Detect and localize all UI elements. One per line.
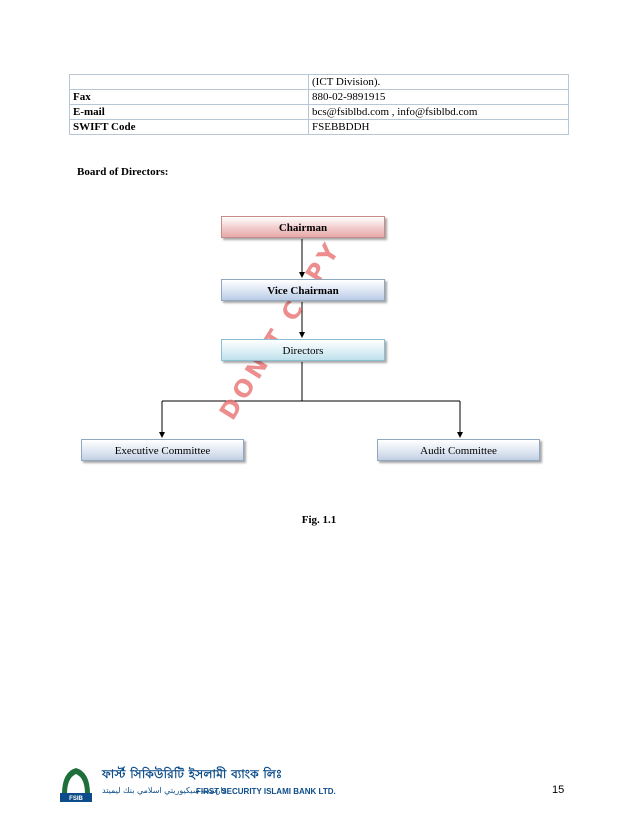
bank-logo-icon: FSIB xyxy=(60,768,92,802)
org-box-executive-committee: Executive Committee xyxy=(81,439,244,461)
bank-name-arabic: فارست سيكيوريتي اسلامي بنك ليميتد xyxy=(102,786,227,795)
table-key-cell: SWIFT Code xyxy=(69,119,309,135)
table-value-cell: FSEBBDDH xyxy=(308,119,569,135)
table-row: SWIFT Code FSEBBDDH xyxy=(69,119,569,135)
table-row: (ICT Division). xyxy=(69,74,569,90)
table-row: E-mail bcs@fsiblbd.com , info@fsiblbd.co… xyxy=(69,104,569,120)
bank-name-english: FIRST SECURITY ISLAMI BANK LTD. xyxy=(196,787,336,796)
bank-name-bengali: ফার্স্ট সিকিউরিটি ইসলামী ব্যাংক লিঃ xyxy=(102,767,283,781)
org-box-directors: Directors xyxy=(221,339,385,361)
contact-info-table: (ICT Division). Fax 880-02-9891915 E-mai… xyxy=(69,74,569,135)
table-row: Fax 880-02-9891915 xyxy=(69,89,569,105)
table-value-cell: bcs@fsiblbd.com , info@fsiblbd.com xyxy=(308,104,569,120)
section-heading: Board of Directors: xyxy=(77,166,169,178)
logo-text: FSIB xyxy=(69,796,83,802)
figure-caption: Fig. 1.1 xyxy=(301,514,337,526)
page-number: 15 xyxy=(552,784,565,796)
org-box-audit-committee: Audit Committee xyxy=(377,439,540,461)
org-box-chairman: Chairman xyxy=(221,216,385,238)
org-box-vice-chairman: Vice Chairman xyxy=(221,279,385,301)
